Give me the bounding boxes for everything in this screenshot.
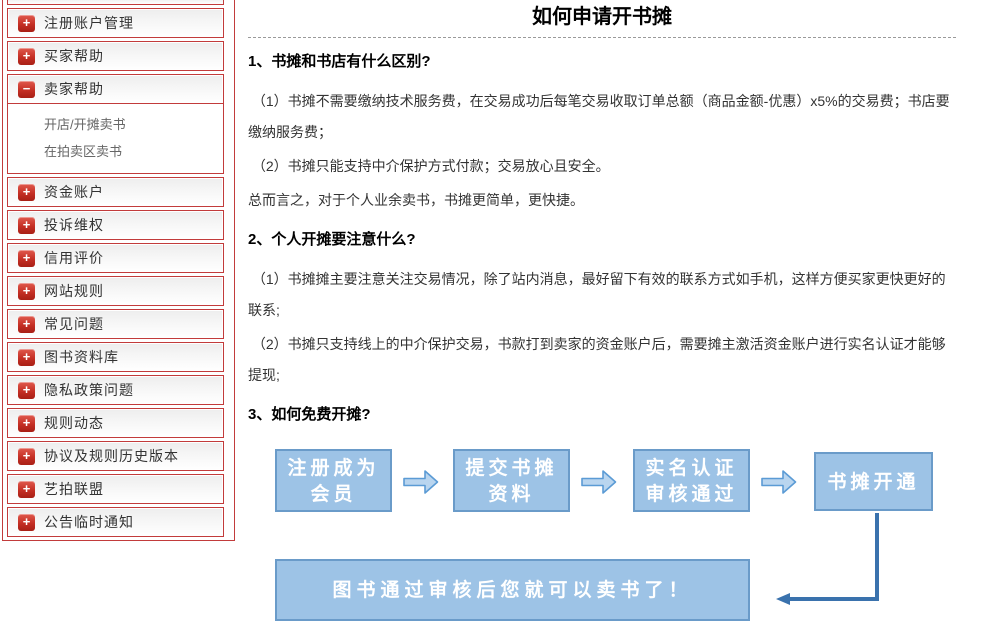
expand-plus-icon[interactable]: +	[18, 14, 35, 32]
right-arrow-icon	[403, 470, 439, 494]
sidebar-item-head[interactable]: + 投诉维权	[8, 211, 223, 239]
expand-plus-icon[interactable]: +	[18, 348, 35, 366]
section-heading-2: 2、个人开摊要注意什么?	[248, 231, 416, 248]
sidebar-item-label: 注册账户管理	[44, 15, 134, 31]
flow-step-text: 提交书摊	[465, 456, 558, 479]
sidebar-item-account-register[interactable]: + 注册账户管理	[7, 8, 224, 38]
sidebar-item-head[interactable]: + 信用评价	[8, 244, 223, 272]
sidebar-item-privacy-policy[interactable]: + 隐私政策问题	[7, 375, 224, 405]
elbow-connector-vertical	[875, 513, 879, 599]
sidebar-item-head[interactable]: + 规则动态	[8, 409, 223, 437]
expand-plus-icon[interactable]: +	[18, 249, 35, 267]
paragraph: 总而言之，对于个人业余卖书，书摊更简单，更快捷。	[248, 192, 584, 208]
flow-step-realname-audit: 实名认证 审核通过	[633, 449, 750, 512]
sidebar-item-site-rules[interactable]: + 网站规则	[7, 276, 224, 306]
sidebar-item-head[interactable]: + 资金账户	[8, 178, 223, 206]
expand-plus-icon[interactable]: +	[18, 216, 35, 234]
flow-step-submit-info: 提交书摊 资料	[453, 449, 570, 512]
expand-plus-icon[interactable]: +	[18, 447, 35, 465]
left-arrowhead-icon	[776, 593, 790, 605]
flow-step-text: 会员	[310, 482, 357, 505]
sidebar-item-art-auction-alliance[interactable]: + 艺拍联盟	[7, 474, 224, 504]
sidebar-item-label: 资金账户	[44, 184, 104, 200]
section-heading-1: 1、书摊和书店有什么区别?	[248, 53, 431, 70]
sidebar-item-head[interactable]: + 网站规则	[8, 277, 223, 305]
flow-step-text: 资料	[488, 482, 535, 505]
sidebar-item-head[interactable]: − 卖家帮助	[8, 75, 223, 103]
sidebar-item-buyer-help[interactable]: + 买家帮助	[7, 41, 224, 71]
paragraph: （1）书摊摊主要注意关注交易情况，除了站内消息，最好留下有效的联系方式如手机，这…	[248, 271, 946, 318]
sidebar-item-label: 常见问题	[44, 316, 104, 332]
flow-step-text: 实名认证	[645, 456, 738, 479]
submenu-item-open-stall[interactable]: 开店/开摊卖书	[44, 117, 126, 132]
sidebar-item-label: 艺拍联盟	[44, 481, 104, 497]
sidebar-item-head[interactable]: + 注册账户管理	[8, 9, 223, 37]
sidebar-item-head[interactable]: + 公告临时通知	[8, 508, 223, 536]
sidebar-item-seller-help[interactable]: − 卖家帮助 开店/开摊卖书 在拍卖区卖书	[7, 74, 224, 174]
sidebar-item-label: 买家帮助	[44, 48, 104, 64]
paragraph: （2）书摊只能支持中介保护方式付款；交易放心且安全。	[248, 158, 610, 174]
expand-plus-icon[interactable]: +	[18, 381, 35, 399]
section-heading-3: 3、如何免费开摊?	[248, 406, 371, 423]
sidebar-item-head[interactable]: + 隐私政策问题	[8, 376, 223, 404]
expand-plus-icon[interactable]: +	[18, 414, 35, 432]
flow-step-register: 注册成为 会员	[275, 449, 392, 512]
flow-step-text: 审核通过	[645, 482, 738, 505]
sidebar-item-announcements[interactable]: + 公告临时通知	[7, 507, 224, 537]
collapse-minus-icon[interactable]: −	[18, 80, 35, 98]
paragraph: （2）书摊只支持线上的中介保护交易，书款打到卖家的资金账户后，需要摊主激活资金账…	[248, 336, 946, 383]
flow-step-text: 注册成为	[287, 456, 380, 479]
sidebar-item-head[interactable]: + 艺拍联盟	[8, 475, 223, 503]
article-content: 如何申请开书摊 1、书摊和书店有什么区别? （1）书摊不需要缴纳技术服务费，在交…	[248, 0, 956, 629]
sidebar-item-complaints[interactable]: + 投诉维权	[7, 210, 224, 240]
expand-plus-icon[interactable]: +	[18, 315, 35, 333]
dashed-divider	[248, 37, 956, 38]
expand-plus-icon[interactable]: +	[18, 480, 35, 498]
sidebar-item-credit-rating[interactable]: + 信用评价	[7, 243, 224, 273]
sidebar-item-rule-history[interactable]: + 协议及规则历史版本	[7, 441, 224, 471]
expand-plus-icon[interactable]: +	[18, 513, 35, 531]
flow-result-text: 图书通过审核后您就可以卖书了！	[332, 579, 693, 601]
sidebar-item-head[interactable]: + 协议及规则历史版本	[8, 442, 223, 470]
sidebar-item-label: 投诉维权	[44, 217, 104, 233]
paragraph: （1）书摊不需要缴纳技术服务费，在交易成功后每笔交易收取订单总额（商品金额-优惠…	[248, 93, 950, 140]
sidebar-item-label: 协议及规则历史版本	[44, 448, 179, 464]
elbow-connector-horizontal	[790, 597, 879, 601]
sidebar-item-faq[interactable]: + 常见问题	[7, 309, 224, 339]
flow-step-stall-opened: 书摊开通	[814, 452, 933, 511]
sidebar-item-partial	[7, 0, 224, 5]
right-arrow-icon	[761, 470, 797, 494]
expand-plus-icon[interactable]: +	[18, 282, 35, 300]
seller-help-submenu: 开店/开摊卖书 在拍卖区卖书	[8, 103, 223, 173]
flow-result-box: 图书通过审核后您就可以卖书了！	[275, 559, 750, 621]
page-title: 如何申请开书摊	[532, 6, 672, 28]
sidebar-item-head[interactable]: + 常见问题	[8, 310, 223, 338]
open-stall-flowchart: 注册成为 会员 提交书摊 资料 实名认证 审核通过 书摊开通	[248, 449, 956, 629]
submenu-item-auction-sell[interactable]: 在拍卖区卖书	[44, 144, 123, 159]
sidebar-item-label: 信用评价	[44, 250, 104, 266]
sidebar-item-label: 图书资料库	[44, 349, 119, 365]
expand-plus-icon[interactable]: +	[18, 47, 35, 65]
right-arrow-icon	[581, 470, 617, 494]
expand-plus-icon[interactable]: +	[18, 183, 35, 201]
sidebar-item-head[interactable]: + 图书资料库	[8, 343, 223, 371]
sidebar-item-rule-updates[interactable]: + 规则动态	[7, 408, 224, 438]
sidebar-item-label: 网站规则	[44, 283, 104, 299]
sidebar-item-funds-account[interactable]: + 资金账户	[7, 177, 224, 207]
sidebar-item-book-database[interactable]: + 图书资料库	[7, 342, 224, 372]
sidebar-item-head[interactable]: + 买家帮助	[8, 42, 223, 70]
help-sidebar: + 注册账户管理 + 买家帮助 − 卖家帮助 开店/开摊卖书 在拍卖区卖书 +	[2, 0, 235, 541]
sidebar-item-label: 隐私政策问题	[44, 382, 134, 398]
sidebar-item-label: 卖家帮助	[44, 81, 104, 97]
sidebar-item-label: 公告临时通知	[44, 514, 134, 530]
sidebar-item-label: 规则动态	[44, 415, 104, 431]
flow-step-text: 书摊开通	[827, 470, 920, 493]
